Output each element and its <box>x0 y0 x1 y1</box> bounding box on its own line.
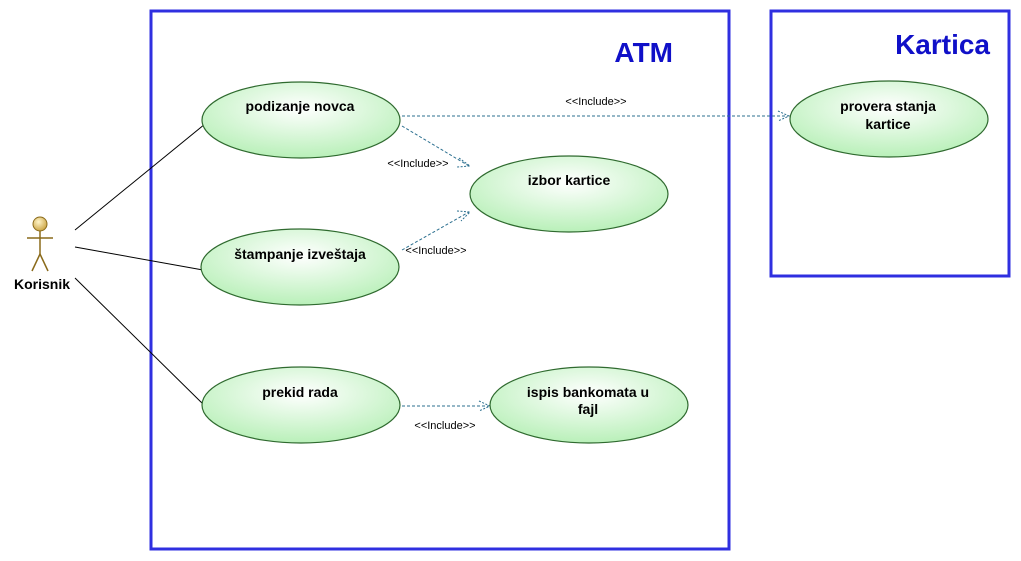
actor-label: Korisnik <box>14 276 70 292</box>
kartica-boundary <box>769 9 1011 278</box>
include-stampanje-izbor: <<Include>> <box>401 210 472 257</box>
include-label: <<Include>> <box>405 245 466 257</box>
use-case-label-line2: kartice <box>865 116 910 132</box>
use-case-label-line1: provera stanja <box>840 98 936 114</box>
use-case-label: štampanje izveštaja <box>234 246 366 262</box>
use-case-stampanje-izvestaja[interactable]: štampanje izveštaja <box>200 228 400 306</box>
use-case-label-line2: fajl <box>578 401 598 417</box>
actor-korisnik[interactable]: Korisnik <box>14 216 70 292</box>
include-podizanje-izbor: <<Include>> <box>387 125 472 170</box>
use-case-ispis-bankomata[interactable]: ispis bankomata u fajl <box>489 366 689 444</box>
use-case-prekid-rada[interactable]: prekid rada <box>201 366 401 444</box>
actor-left-leg <box>31 253 41 272</box>
association-prekid <box>74 277 206 407</box>
use-case-label: podizanje novca <box>246 98 355 114</box>
include-label: <<Include>> <box>387 158 448 170</box>
atm-boundary <box>149 9 731 551</box>
include-label: <<Include>> <box>414 420 475 432</box>
include-prekid-ispis: <<Include>> <box>402 400 492 432</box>
include-podizanje-provera: <<Include>> <box>402 96 791 122</box>
association-stampanje <box>74 246 204 271</box>
actor-head-icon <box>32 216 48 232</box>
actor-right-leg <box>39 253 49 272</box>
use-case-podizanje-novca[interactable]: podizanje novca <box>201 81 401 159</box>
include-label: <<Include>> <box>565 96 626 108</box>
atm-boundary-title: ATM <box>614 37 673 68</box>
use-case-izbor-kartice[interactable]: izbor kartice <box>469 155 669 233</box>
association-podizanje <box>74 123 206 231</box>
use-case-label: izbor kartice <box>528 172 611 188</box>
use-case-label: prekid rada <box>262 384 338 400</box>
use-case-label-line1: ispis bankomata u <box>527 384 649 400</box>
use-case-provera-stanja-kartice[interactable]: provera stanja kartice <box>789 80 989 158</box>
kartica-boundary-title: Kartica <box>895 29 990 60</box>
